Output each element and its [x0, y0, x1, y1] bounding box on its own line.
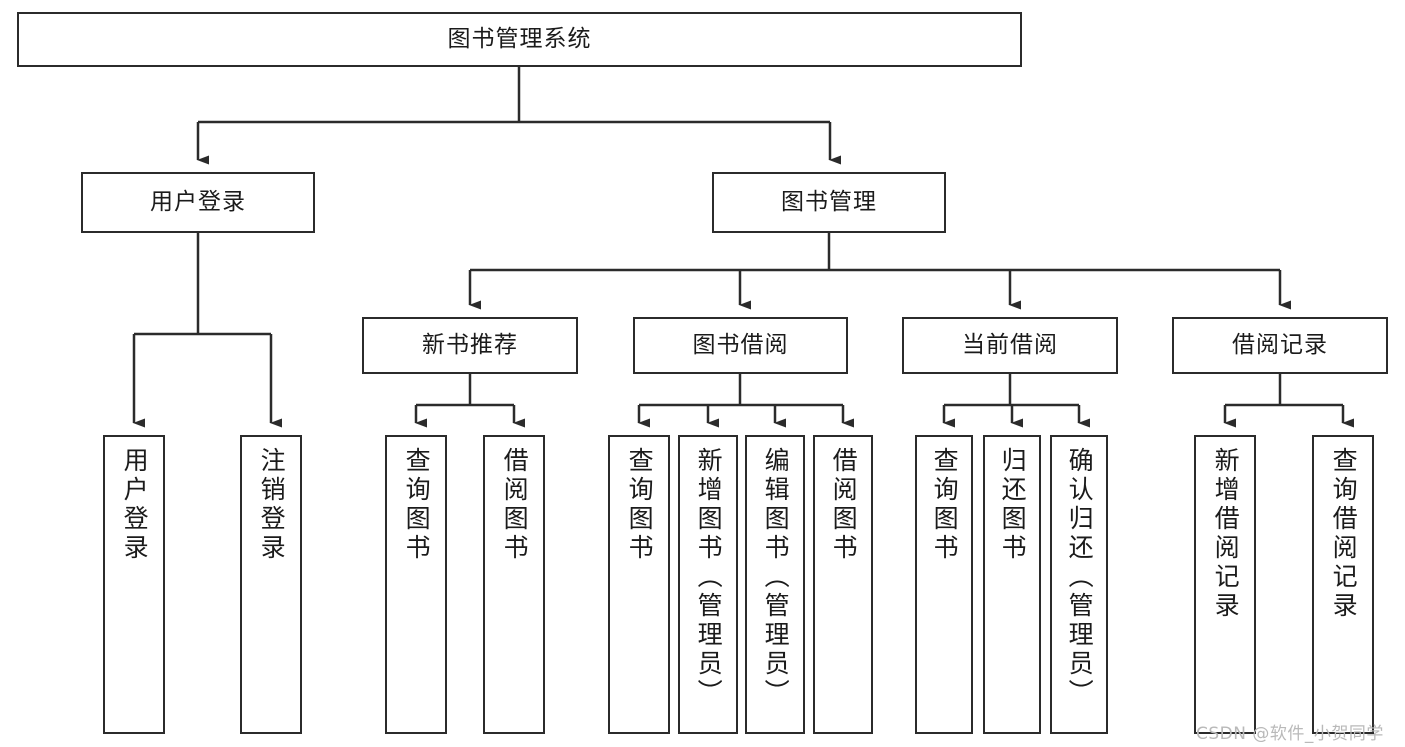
- node-book-borrowing[interactable]: 图书借阅: [633, 317, 848, 374]
- node-label: 查询图书: [402, 447, 432, 563]
- node-leaf-confirm-return-admin[interactable]: 确认归还（管理员）: [1050, 435, 1108, 734]
- node-label: 借阅记录: [1232, 331, 1328, 358]
- node-leaf-query-book-newbook[interactable]: 查询图书: [385, 435, 447, 734]
- node-user-login[interactable]: 用户登录: [81, 172, 315, 233]
- node-label: 注销登录: [257, 447, 287, 563]
- node-label: 归还图书: [998, 447, 1028, 563]
- node-leaf-edit-book-admin[interactable]: 编辑图书（管理员）: [745, 435, 805, 734]
- node-label: 图书借阅: [692, 331, 789, 358]
- node-new-book-recommendation[interactable]: 新书推荐: [362, 317, 578, 374]
- node-leaf-user-login[interactable]: 用户登录: [103, 435, 165, 734]
- node-label: 新增借阅记录: [1211, 447, 1241, 621]
- node-label: 用户登录: [120, 447, 150, 563]
- edge-group-current-borrow: [942, 374, 1090, 428]
- node-leaf-borrow-book[interactable]: 借阅图书: [813, 435, 873, 734]
- node-label: 新增图书（管理员）: [694, 447, 724, 708]
- node-book-management[interactable]: 图书管理: [712, 172, 946, 233]
- edge-group-book-management: [468, 233, 1291, 310]
- watermark: CSDN @软件_小贺同学: [1196, 724, 1384, 744]
- node-leaf-query-borrow-record[interactable]: 查询借阅记录: [1312, 435, 1374, 734]
- edge-group-new-book: [414, 374, 525, 428]
- node-borrowing-record[interactable]: 借阅记录: [1172, 317, 1388, 374]
- node-label: 借阅图书: [500, 447, 530, 563]
- node-label: 查询图书: [930, 447, 960, 563]
- node-label: 图书管理: [781, 188, 877, 215]
- node-label: 确认归还（管理员）: [1065, 447, 1095, 708]
- node-label: 借阅图书: [829, 447, 859, 563]
- node-current-borrowing[interactable]: 当前借阅: [902, 317, 1118, 374]
- node-leaf-query-book-current[interactable]: 查询图书: [915, 435, 973, 734]
- node-label: 查询图书: [625, 447, 655, 563]
- node-label: 用户登录: [150, 188, 246, 215]
- node-leaf-borrow-book-newbook[interactable]: 借阅图书: [483, 435, 545, 734]
- node-label: 当前借阅: [962, 331, 1058, 358]
- edge-group-root: [196, 67, 841, 165]
- node-label: 新书推荐: [422, 331, 518, 358]
- node-leaf-add-book-admin[interactable]: 新增图书（管理员）: [678, 435, 738, 734]
- node-leaf-logout[interactable]: 注销登录: [240, 435, 302, 734]
- node-leaf-query-book-borrow[interactable]: 查询图书: [608, 435, 670, 734]
- edge-group-user-login: [132, 233, 282, 428]
- node-label: 编辑图书（管理员）: [761, 447, 791, 708]
- node-label: 图书管理系统: [447, 25, 592, 52]
- node-leaf-add-borrow-record[interactable]: 新增借阅记录: [1194, 435, 1256, 734]
- node-root-library-management-system[interactable]: 图书管理系统: [17, 12, 1022, 67]
- node-leaf-return-book[interactable]: 归还图书: [983, 435, 1041, 734]
- edge-group-book-borrow: [637, 374, 854, 428]
- node-label: 查询借阅记录: [1329, 447, 1359, 621]
- edge-group-borrow-record: [1223, 374, 1354, 428]
